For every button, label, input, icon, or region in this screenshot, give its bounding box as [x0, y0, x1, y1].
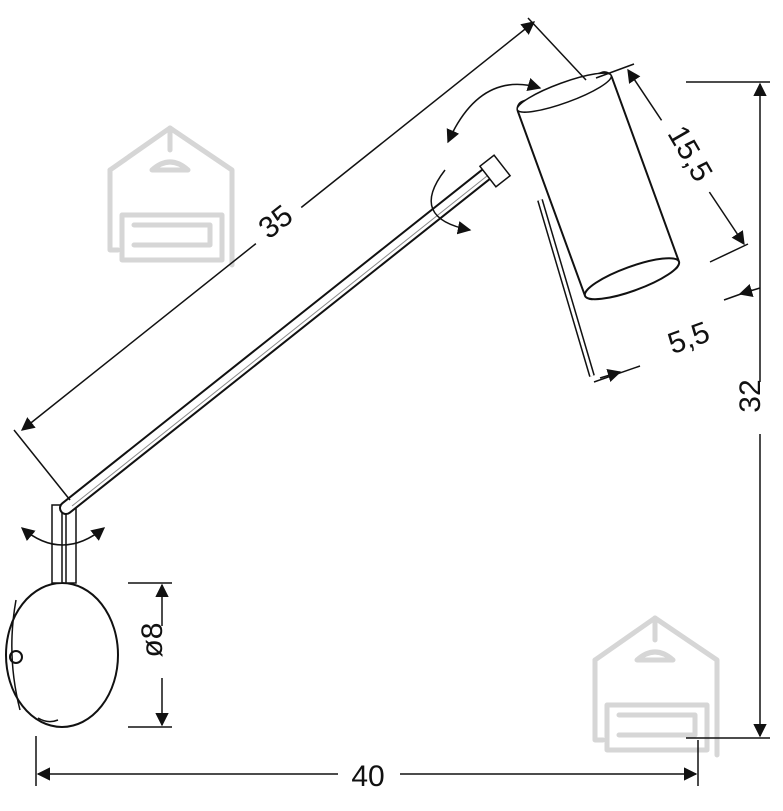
- dimension-arm-length: 35: [13, 17, 587, 501]
- watermark-logo-bottom: [595, 618, 717, 755]
- lamp-shade: [430, 71, 681, 377]
- dimension-total-height: 32: [686, 81, 780, 739]
- svg-text:40: 40: [351, 760, 384, 793]
- wall-base: [5, 582, 119, 728]
- dimension-total-width: 40: [35, 736, 699, 796]
- dimension-base-diameter: ø8: [128, 582, 178, 728]
- svg-text:32: 32: [734, 379, 767, 412]
- svg-text:ø8: ø8: [136, 622, 169, 657]
- swivel-joint: [20, 504, 106, 584]
- screw-icon: [9, 650, 23, 664]
- dimension-shade-diameter: 5,5: [593, 284, 761, 383]
- watermark-logo-top: [110, 128, 232, 265]
- svg-text:5,5: 5,5: [664, 316, 714, 361]
- rotation-arrow-base: [20, 527, 106, 546]
